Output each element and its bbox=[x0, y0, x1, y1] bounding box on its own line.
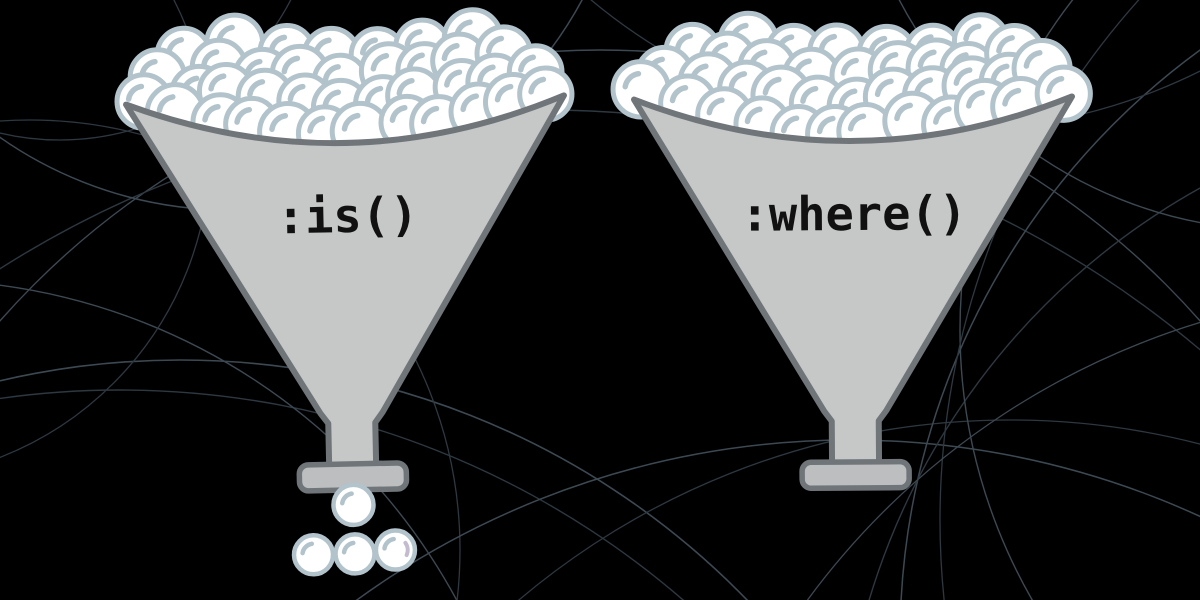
funnel-where-label: :where() bbox=[740, 186, 967, 243]
marble-highlight bbox=[322, 64, 341, 83]
marble-highlight bbox=[201, 49, 220, 68]
falling-marble bbox=[291, 533, 336, 577]
marble-highlight bbox=[247, 79, 266, 98]
funnel-where: :where() bbox=[610, 10, 1093, 492]
marble-highlight bbox=[404, 29, 423, 48]
marble-highlight bbox=[359, 37, 379, 56]
marble-highlight bbox=[966, 89, 985, 109]
funnel-body bbox=[123, 92, 567, 476]
falling-marble bbox=[331, 482, 376, 528]
marble-highlight bbox=[894, 102, 914, 122]
marble-highlight bbox=[156, 94, 176, 114]
marble-highlight bbox=[518, 54, 536, 73]
marble-highlight bbox=[287, 83, 306, 102]
marble-highlight bbox=[364, 85, 384, 105]
background-arc bbox=[0, 359, 749, 600]
marble-highlight bbox=[879, 51, 899, 71]
marble-highlight bbox=[494, 83, 514, 103]
marble-highlight bbox=[874, 78, 894, 98]
marble-highlight bbox=[300, 541, 315, 556]
marble-highlight bbox=[840, 57, 859, 76]
falling-marbles bbox=[291, 482, 418, 577]
falling-marble bbox=[333, 532, 377, 576]
marble-highlight bbox=[341, 112, 361, 132]
marble-highlight bbox=[953, 67, 973, 86]
marble-highlight bbox=[389, 104, 408, 123]
marble-highlight bbox=[420, 105, 440, 125]
marble-highlight bbox=[728, 71, 748, 90]
marble-highlight bbox=[441, 42, 460, 62]
marble-highlight bbox=[996, 35, 1015, 54]
marble-highlight bbox=[370, 52, 390, 72]
marble-highlight bbox=[528, 76, 547, 95]
marble-highlight bbox=[744, 106, 763, 125]
marble-highlight bbox=[477, 64, 496, 84]
funnel-is-label: :is() bbox=[276, 187, 419, 245]
marble-highlight bbox=[208, 73, 227, 92]
background-arc bbox=[518, 419, 1200, 600]
funnel-body bbox=[631, 93, 1075, 474]
marble-highlight bbox=[202, 104, 221, 123]
background-arc bbox=[0, 49, 1200, 323]
marble-highlight bbox=[963, 23, 982, 42]
marble-highlight bbox=[816, 115, 836, 135]
marble-highlight bbox=[382, 536, 396, 551]
marble-highlight bbox=[307, 115, 326, 134]
marble-highlight bbox=[674, 33, 694, 52]
marble-highlight bbox=[234, 106, 253, 125]
background-arc bbox=[0, 0, 292, 141]
background-arc bbox=[0, 389, 685, 600]
marble-highlight bbox=[706, 97, 725, 116]
marble-highlight bbox=[269, 113, 289, 132]
marble-highlight bbox=[1023, 50, 1043, 69]
falling-marble bbox=[373, 528, 418, 572]
marble-highlight bbox=[460, 93, 479, 113]
marble-highlight bbox=[1002, 87, 1022, 107]
marble-highlight bbox=[818, 33, 838, 52]
marble-highlight bbox=[669, 85, 689, 104]
marble-highlight bbox=[125, 83, 145, 102]
funnel-nozzle bbox=[799, 458, 912, 492]
marble-highlight bbox=[341, 540, 356, 555]
marble-highlight bbox=[762, 76, 782, 96]
marble-highlight bbox=[990, 63, 1010, 83]
marble-highlight bbox=[838, 88, 858, 108]
background-arc bbox=[0, 119, 461, 600]
marble-highlight bbox=[847, 113, 867, 132]
marble-highlight bbox=[444, 69, 463, 88]
marble-highlight bbox=[1046, 75, 1065, 94]
marble-highlight bbox=[485, 35, 505, 54]
marble-highlight bbox=[281, 55, 301, 75]
funnel-is: :is() bbox=[114, 7, 575, 577]
marble-highlight bbox=[322, 89, 341, 108]
background-arc bbox=[939, 0, 1140, 600]
marble-highlight bbox=[622, 70, 642, 90]
marble-highlight bbox=[933, 106, 952, 125]
marble-highlight bbox=[917, 49, 937, 69]
marble-accent bbox=[403, 540, 410, 558]
marble-highlight bbox=[396, 77, 415, 97]
marble-highlight bbox=[800, 85, 819, 104]
background-arc bbox=[959, 0, 1074, 600]
marble-highlight bbox=[780, 115, 800, 134]
marble-highlight bbox=[339, 491, 354, 506]
